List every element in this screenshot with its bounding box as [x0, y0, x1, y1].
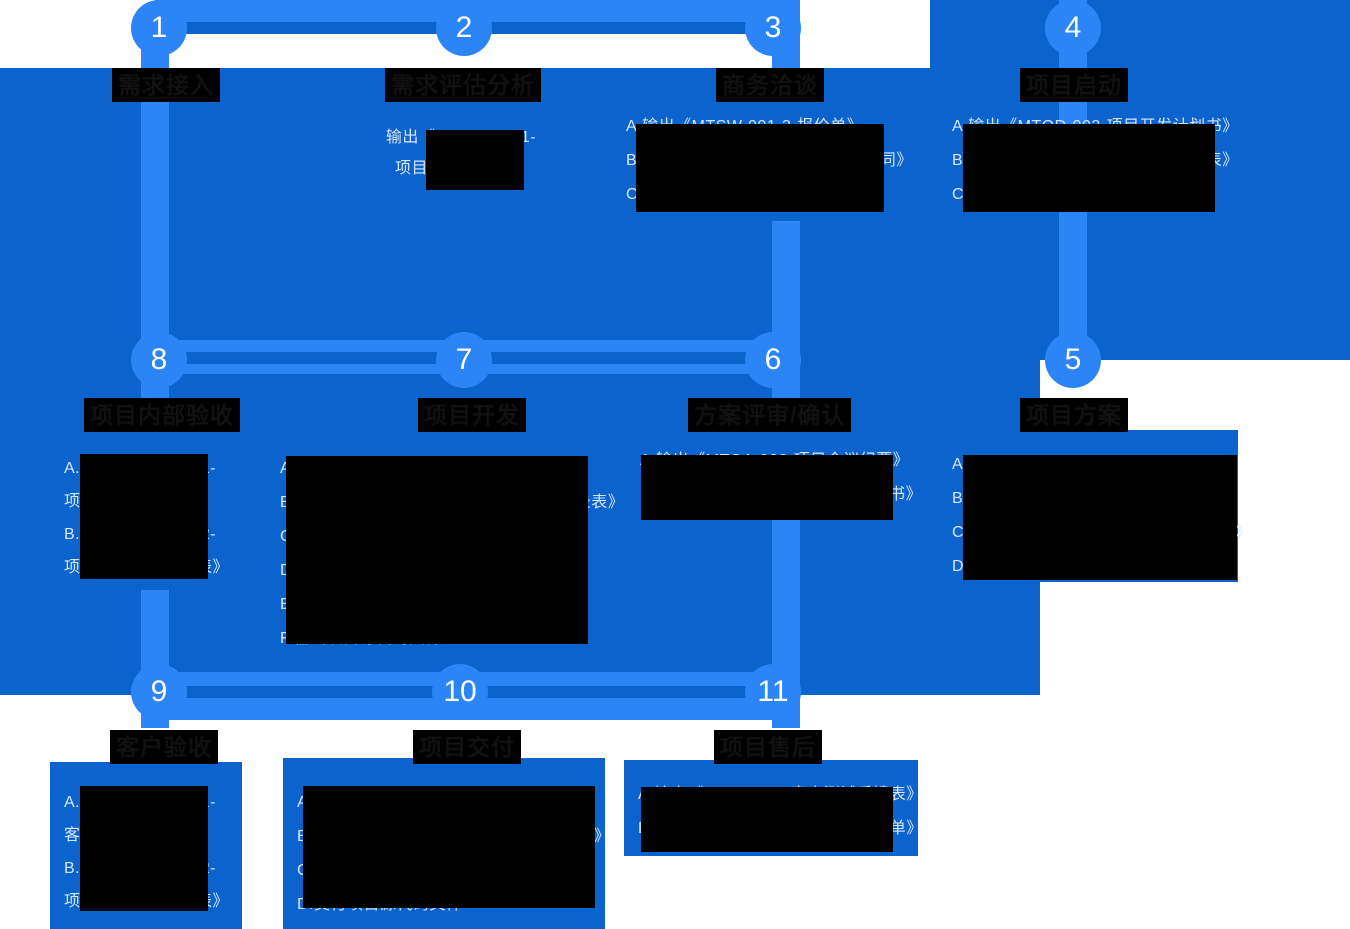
step-title-4: 项目启动 [1020, 68, 1128, 102]
step-title-6: 方案评审/确认 [688, 398, 852, 432]
redaction-overlay-7 [286, 456, 588, 644]
redaction-overlay-5 [963, 455, 1237, 580]
step-node-label: 1 [150, 11, 168, 44]
redaction-overlay-2 [426, 130, 524, 190]
step-node-8[interactable]: 8 [131, 332, 187, 388]
step-node-4[interactable]: 4 [1045, 0, 1101, 56]
step-title-8: 项目内部验收 [84, 398, 240, 432]
step-node-10[interactable]: 10 [432, 664, 488, 720]
redaction-overlay-8 [80, 454, 208, 579]
step-title-2: 需求评估分析 [385, 68, 541, 102]
step-node-label: 11 [757, 675, 789, 708]
step-title-5: 项目方案 [1020, 398, 1128, 432]
step-title-1: 需求接入 [112, 68, 220, 102]
step-title-10: 项目交付 [413, 730, 521, 764]
step-node-label: 7 [455, 343, 473, 376]
step-node-label: 9 [150, 675, 168, 708]
step-node-label: 2 [455, 11, 473, 44]
step-node-label: 5 [1064, 343, 1082, 376]
step-node-3[interactable]: 3 [745, 0, 801, 56]
redaction-overlay-9 [80, 786, 208, 911]
step-node-6[interactable]: 6 [745, 332, 801, 388]
step-node-5[interactable]: 5 [1045, 332, 1101, 388]
redaction-overlay-11 [641, 787, 893, 852]
step-node-label: 4 [1064, 11, 1082, 44]
step-node-label: 10 [443, 675, 477, 708]
step-title-3: 商务洽谈 [716, 68, 824, 102]
step-node-2[interactable]: 2 [436, 0, 492, 56]
step-node-label: 6 [764, 343, 782, 376]
redaction-overlay-4 [963, 124, 1215, 212]
step-node-9[interactable]: 9 [131, 664, 187, 720]
step-title-9: 客户验收 [110, 730, 218, 764]
step-node-label: 8 [150, 343, 168, 376]
step-node-7[interactable]: 7 [436, 332, 492, 388]
step-title-7: 项目开发 [418, 398, 526, 432]
step-node-11[interactable]: 11 [745, 664, 801, 720]
step-node-1[interactable]: 1 [131, 0, 187, 56]
step-node-label: 3 [764, 11, 782, 44]
step-title-11: 项目售后 [714, 730, 822, 764]
redaction-overlay-6 [641, 455, 893, 520]
redaction-overlay-3 [636, 124, 884, 212]
redaction-overlay-10 [303, 786, 595, 908]
